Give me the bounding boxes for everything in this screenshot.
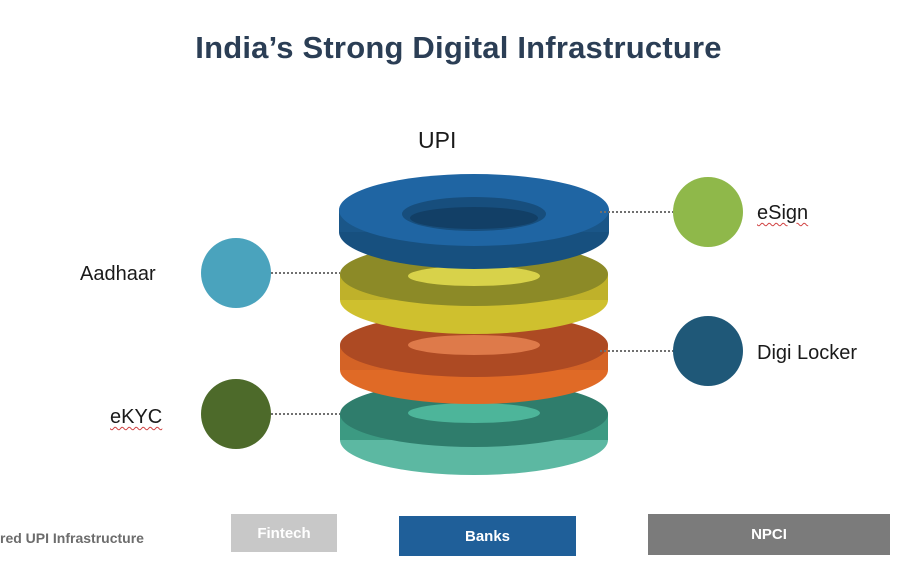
upi-label: UPI [418, 127, 457, 153]
ring-top [339, 174, 609, 269]
fintech-button[interactable]: Fintech [231, 514, 337, 552]
esign-node [673, 177, 743, 247]
page-title: India’s Strong Digital Infrastructure [195, 30, 722, 65]
ekyc-label: eKYC [110, 406, 163, 428]
ekyc-node [201, 379, 271, 449]
esign-label: eSign [757, 202, 809, 224]
connectors [271, 211, 674, 415]
banks-button[interactable]: Banks [399, 516, 576, 556]
aadhaar-label: Aadhaar [80, 263, 156, 285]
npci-button[interactable]: NPCI [648, 514, 890, 555]
digilocker-label: Digi Locker [757, 342, 858, 364]
ring-third [340, 313, 608, 404]
digilocker-node [673, 316, 743, 386]
footer-caption: red UPI Infrastructure [0, 530, 144, 546]
aadhaar-node [201, 238, 271, 308]
